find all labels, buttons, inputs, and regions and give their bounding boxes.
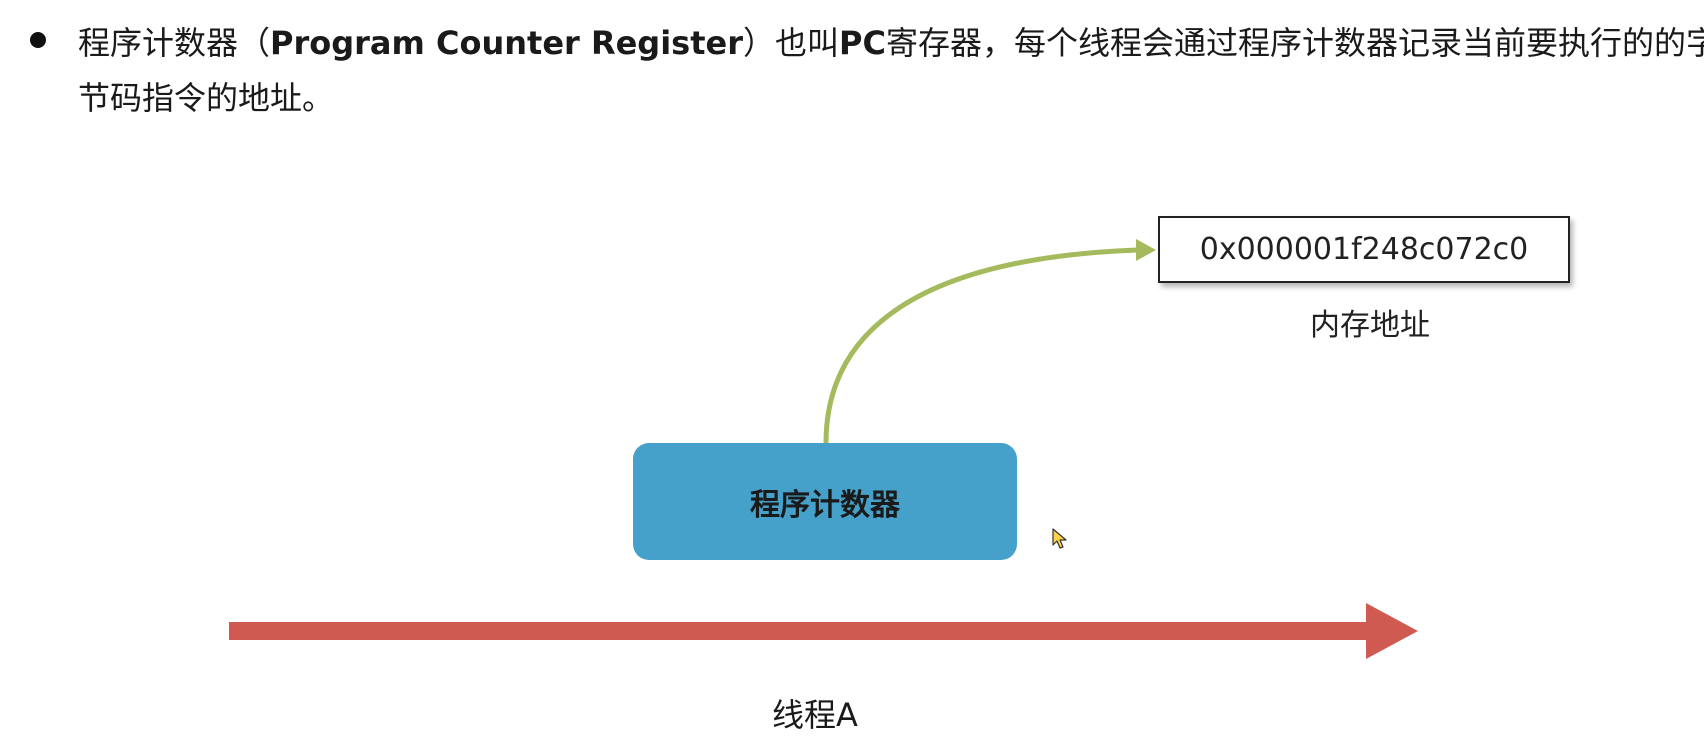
memory-address-box: 0x000001f248c072c0 <box>1158 216 1570 283</box>
bullet-text-part-2: ）也叫 <box>743 24 840 62</box>
bullet-text-english-term: Program Counter Register <box>270 24 743 62</box>
mouse-pointer-icon <box>1052 528 1067 549</box>
thread-label: 线程A <box>772 696 858 734</box>
bullet-text-part-3: 寄存器，每个线程会通过程序计数器记录当前要执行的的字 <box>885 24 1704 62</box>
bullet-text: 程序计数器（Program Counter Register）也叫PC寄存器，每… <box>78 16 1704 126</box>
bullet-text-line-2: 节码指令的地址。 <box>78 79 335 117</box>
pointer-arrow-curve <box>823 247 1141 446</box>
program-counter-label: 程序计数器 <box>750 487 900 523</box>
memory-address-label: 内存地址 <box>1310 308 1430 343</box>
bullet-text-part-1: 程序计数器（ <box>78 24 271 62</box>
bullet-text-line-1: 程序计数器（Program Counter Register）也叫PC寄存器，每… <box>78 16 1704 71</box>
bullet-text-pc-term: PC <box>839 24 886 62</box>
memory-address-value: 0x000001f248c072c0 <box>1199 232 1529 267</box>
thread-arrow-shaft <box>229 622 1369 640</box>
bullet-dot-icon <box>30 32 46 48</box>
program-counter-box: 程序计数器 <box>633 443 1017 560</box>
pointer-arrow-head <box>1136 239 1156 261</box>
thread-arrow-head <box>1366 603 1418 659</box>
